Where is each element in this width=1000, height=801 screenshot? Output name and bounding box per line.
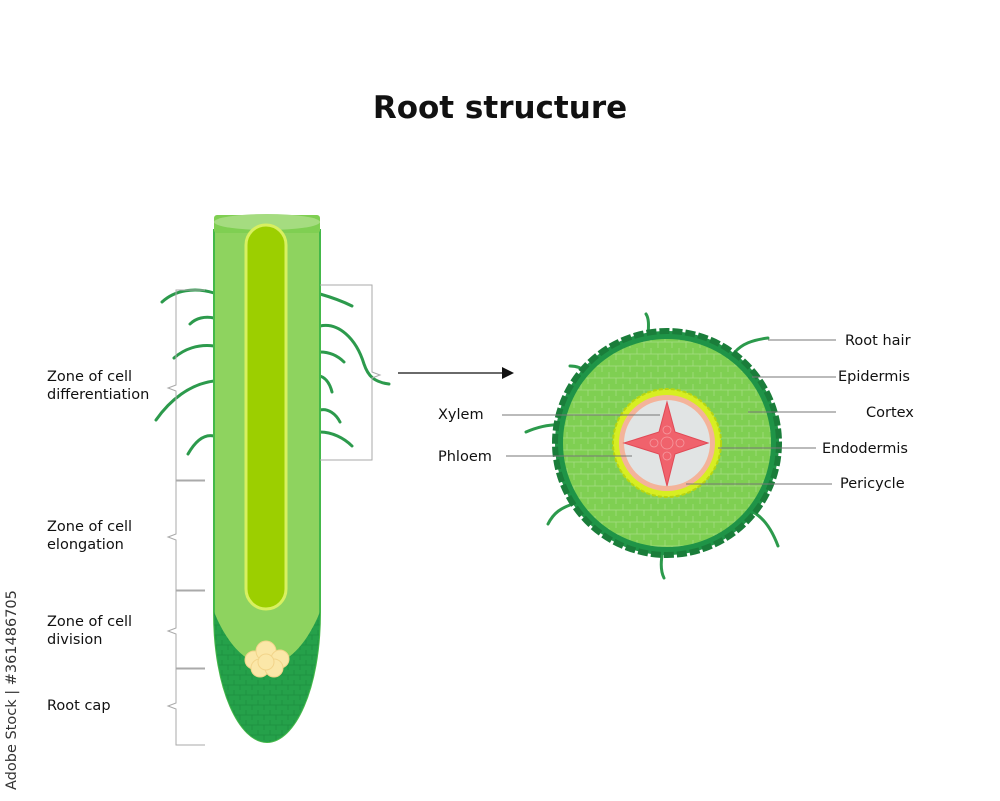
label-zone-elongation-1: Zone of cell bbox=[47, 519, 132, 535]
root-hairs-right bbox=[318, 292, 391, 448]
label-cortex: Cortex bbox=[866, 405, 914, 421]
label-phloem: Phloem bbox=[438, 449, 492, 465]
epidermis-cells bbox=[552, 328, 782, 558]
leader-lines bbox=[502, 339, 836, 485]
root-cap-cells bbox=[214, 612, 320, 742]
meristem-cells bbox=[244, 640, 290, 678]
label-endodermis: Endodermis bbox=[822, 441, 908, 457]
bracket-differentiation bbox=[166, 289, 205, 481]
longitudinal-labels: Zone of cell differentiation Zone of cel… bbox=[47, 369, 149, 714]
stock-watermark: Adobe Stock | #361486705 bbox=[4, 590, 20, 790]
label-pericycle: Pericycle bbox=[840, 476, 905, 492]
root-top-cap bbox=[214, 214, 320, 230]
cross-section: Root hair Epidermis Cortex Endodermis Pe… bbox=[438, 312, 914, 580]
xylem-cells bbox=[649, 425, 685, 461]
longitudinal-root bbox=[154, 214, 391, 744]
vascular-cylinder bbox=[244, 223, 288, 611]
label-zone-elongation-2: elongation bbox=[47, 537, 124, 553]
endodermis-cells bbox=[612, 388, 722, 498]
bracket-root-cap bbox=[166, 668, 205, 746]
label-zone-division-2: division bbox=[47, 632, 103, 648]
xylem-star bbox=[622, 400, 710, 487]
label-epidermis: Epidermis bbox=[838, 369, 910, 385]
bracket-cross-section bbox=[320, 284, 382, 461]
label-zone-division-1: Zone of cell bbox=[47, 614, 132, 630]
root-hairs-left bbox=[154, 288, 216, 456]
label-root-cap: Root cap bbox=[47, 698, 111, 714]
label-zone-differentiation-2: differentiation bbox=[47, 387, 149, 403]
bracket-elongation bbox=[166, 480, 205, 591]
label-xylem: Xylem bbox=[438, 407, 484, 423]
bracket-division bbox=[166, 590, 205, 669]
label-zone-differentiation-1: Zone of cell bbox=[47, 369, 132, 385]
label-root-hair: Root hair bbox=[845, 333, 911, 349]
arrow-head bbox=[502, 367, 514, 379]
diagram-title: Root structure bbox=[373, 90, 627, 126]
zone-brackets bbox=[166, 289, 205, 746]
